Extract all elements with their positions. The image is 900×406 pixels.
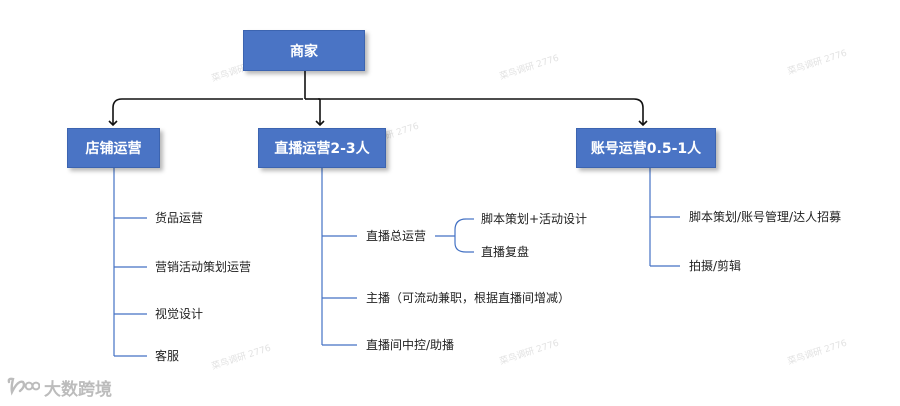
leaf-live-review: 直播复盘 bbox=[481, 245, 530, 259]
leaf-script-account: 脚本策划/账号管理/达人招募 bbox=[689, 210, 842, 224]
brand-logo: 大数跨境 bbox=[6, 374, 112, 400]
branch-box-account-ops: 账号运营0.5-1人 bbox=[576, 128, 716, 168]
logo-text: 大数跨境 bbox=[44, 379, 112, 400]
leaf-marketing-ops: 营销活动策划运营 bbox=[155, 260, 252, 274]
leaf-script-event: 脚本策划+活动设计 bbox=[481, 212, 588, 226]
logo-mark-icon bbox=[7, 377, 40, 396]
root-box: 商家 bbox=[243, 30, 365, 71]
leaf-live-general-ops: 直播总运营 bbox=[366, 229, 427, 243]
branch-box-live-ops: 直播运营2-3人 bbox=[258, 128, 386, 168]
leaf-shoot-edit: 拍摄/剪辑 bbox=[689, 259, 742, 273]
root-connectors bbox=[108, 71, 648, 127]
leaf-anchor: 主播（可流动兼职，根据直播间增减） bbox=[366, 291, 571, 305]
branch-box-store-ops: 店铺运营 bbox=[67, 128, 160, 168]
leaf-goods-ops: 货品运营 bbox=[155, 211, 204, 225]
branch-connectors bbox=[113, 168, 680, 357]
leaf-customer-service: 客服 bbox=[155, 349, 180, 363]
leaf-visual-design: 视觉设计 bbox=[155, 307, 204, 321]
leaf-live-control: 直播间中控/助播 bbox=[366, 338, 455, 352]
